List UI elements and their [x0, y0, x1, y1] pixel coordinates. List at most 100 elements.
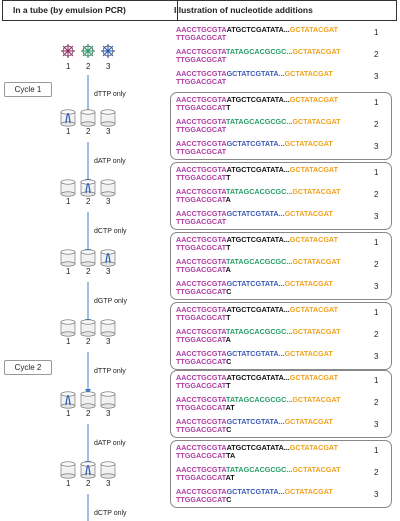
- sequence-line: AACCTGCGTAATGCTCGATATA...GCTATACGAT: [176, 96, 338, 104]
- sequence-segment: C: [226, 287, 232, 296]
- header-left: In a tube (by emulsion PCR): [2, 0, 178, 21]
- sequence-segment: TTGGACGCAT: [176, 335, 226, 344]
- tube-bottom: [60, 403, 76, 409]
- complement-line: TTGGACGCAT: [176, 56, 226, 64]
- sequence-segment: ATGCTCGATATA...: [226, 373, 290, 382]
- panel-box: [170, 162, 392, 230]
- sequence-segment: GCTATACGAT: [289, 95, 338, 104]
- tube-number: 1: [66, 267, 71, 276]
- sequence-segment: TTGGACGCAT: [176, 55, 227, 64]
- panel-box: [170, 302, 392, 370]
- bead-strand: [62, 50, 69, 57]
- sequence-line: AACCTGCGTATATAGCACGCGC...GCTATACGAT: [176, 118, 341, 126]
- sequence-segment: AACCTGCGTA: [176, 443, 227, 452]
- row-number: 3: [374, 212, 379, 221]
- sequence-line: AACCTGCGTAATGCTCGATATA...GCTATACGAT: [176, 444, 338, 452]
- row-number: 2: [374, 330, 379, 339]
- panel-box: [170, 440, 392, 508]
- sequence-segment: GCTATACGAT: [292, 47, 341, 56]
- tube-number: 1: [66, 337, 71, 346]
- sequence-line: AACCTGCGTATATAGCACGCGC...GCTATACGAT: [176, 328, 341, 336]
- sequence-segment: AACCTGCGTA: [176, 117, 227, 126]
- row-number: 3: [374, 72, 379, 81]
- tube-bottom: [100, 331, 116, 337]
- sequence-segment: GCTATCGTATA...: [226, 487, 285, 496]
- sequence-segment: GCTATACGAT: [292, 395, 341, 404]
- sequence-segment: GCTATACGAT: [289, 305, 338, 314]
- panel-box: [170, 92, 392, 160]
- tube-top: [100, 391, 116, 397]
- row-number: 3: [374, 490, 379, 499]
- sequence-line: AACCTGCGTATATAGCACGCGC...GCTATACGAT: [176, 466, 341, 474]
- sequence-segment: A: [225, 195, 231, 204]
- complement-line: TTGGACGCATA: [176, 336, 231, 344]
- tube-bottom: [100, 191, 116, 197]
- tube-number: 2: [86, 62, 91, 71]
- tube-bottom: [60, 331, 76, 337]
- sequence-segment: GCTATACGAT: [289, 165, 338, 174]
- sequence-segment: GCTATACGAT: [284, 279, 333, 288]
- sequence-line: AACCTGCGTAATGCTCGATATA...GCTATACGAT: [176, 374, 338, 382]
- sequence-segment: T: [226, 381, 231, 390]
- sequence-segment: GCTATCGTATA...: [226, 69, 285, 78]
- cycle-label-2: Cycle 2: [4, 360, 52, 375]
- complement-line: TTGGACGCAT: [176, 148, 226, 156]
- tube-number: 1: [66, 197, 71, 206]
- tube-number: 2: [86, 409, 91, 418]
- bead-strand: [102, 45, 109, 52]
- sequence-segment: TTGGACGCAT: [176, 451, 227, 460]
- sequence-segment: AACCTGCGTA: [176, 47, 227, 56]
- sequence-segment: TATAGCACGCGC...: [226, 117, 293, 126]
- sequence-segment: AT: [225, 473, 235, 482]
- signal-icon: [65, 394, 71, 406]
- sequence-segment: GCTATACGAT: [289, 235, 338, 244]
- panel-box: [170, 370, 392, 438]
- tube-top: [80, 249, 96, 255]
- sequence-segment: AACCTGCGTA: [176, 235, 227, 244]
- sequence-line: AACCTGCGTATATAGCACGCGC...GCTATACGAT: [176, 396, 341, 404]
- step-label: dCTP only: [94, 228, 127, 235]
- sequence-line: AACCTGCGTAGCTATCGTATA...GCTATACGAT: [176, 350, 333, 358]
- tube-bottom: [80, 121, 96, 127]
- tube-top: [80, 319, 96, 325]
- sequence-line: AACCTGCGTAGCTATCGTATA...GCTATACGAT: [176, 140, 333, 148]
- row-number: 2: [374, 260, 379, 269]
- sequence-segment: TTGGACGCAT: [176, 173, 227, 182]
- tube-bottom: [80, 331, 96, 337]
- sequence-segment: C: [226, 357, 232, 366]
- sequence-line: AACCTGCGTAATGCTCGATATA...GCTATACGAT: [176, 306, 338, 314]
- complement-line: TTGGACGCAT: [176, 78, 226, 86]
- tube-bottom: [100, 403, 116, 409]
- row-number: 3: [374, 282, 379, 291]
- signal-icon: [85, 182, 91, 194]
- row-number: 1: [374, 28, 379, 37]
- tube-top: [80, 391, 96, 397]
- sequence-segment: GCTATCGTATA...: [226, 279, 285, 288]
- row-number: 1: [374, 308, 379, 317]
- bead-strand: [82, 45, 89, 52]
- sequence-segment: ATGCTCGATATA...: [226, 25, 290, 34]
- tube-number: 2: [86, 479, 91, 488]
- complement-line: TTGGACGCATT: [176, 104, 231, 112]
- sequence-segment: GCTATCGTATA...: [226, 139, 285, 148]
- bead-strand: [102, 50, 109, 57]
- sequence-line: AACCTGCGTAATGCTCGATATA...GCTATACGAT: [176, 26, 338, 34]
- sequence-segment: TTGGACGCAT: [176, 313, 227, 322]
- sequence-segment: AT: [225, 403, 235, 412]
- row-number: 1: [374, 238, 379, 247]
- tube-bottom: [60, 121, 76, 127]
- complement-line: TTGGACGCAT: [176, 34, 226, 42]
- step-label: dTTP only: [94, 91, 126, 98]
- complement-line: TTGGACGCATC: [176, 496, 231, 504]
- bead-strand: [107, 50, 114, 57]
- tube-number: 1: [66, 409, 71, 418]
- sequence-segment: C: [226, 495, 232, 504]
- sequence-segment: GCTATCGTATA...: [226, 417, 285, 426]
- tube-top: [80, 461, 96, 467]
- sequence-segment: AACCTGCGTA: [176, 25, 227, 34]
- sequence-segment: GCTATCGTATA...: [226, 209, 285, 218]
- tube-top: [60, 109, 76, 115]
- sequence-segment: TTGGACGCAT: [176, 473, 226, 482]
- bead-strand: [62, 45, 69, 52]
